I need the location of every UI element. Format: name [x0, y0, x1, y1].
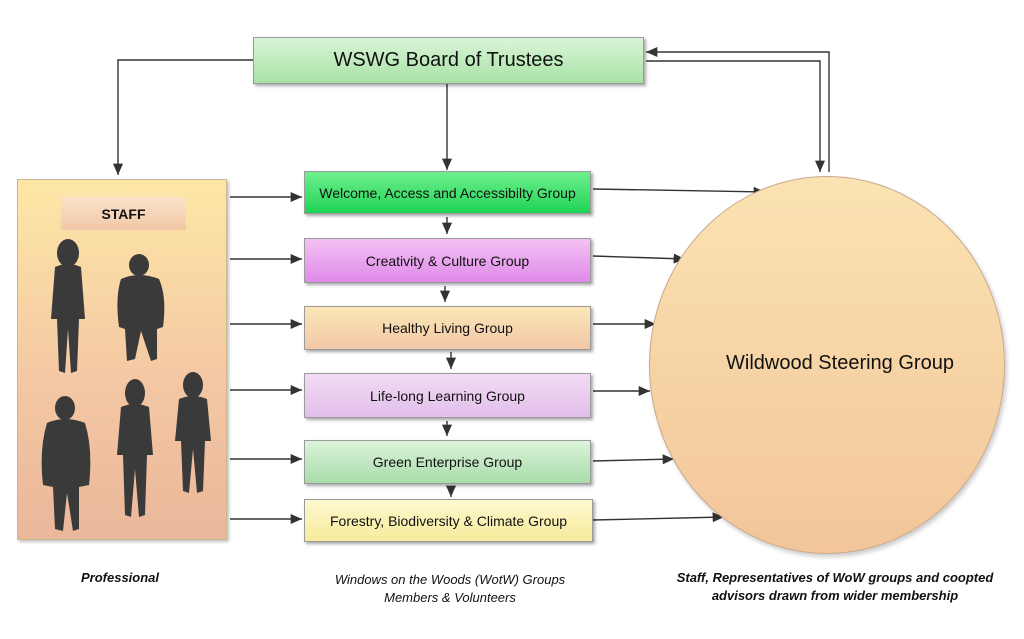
staff-label: STAFF — [61, 197, 186, 230]
caption-wotw: Windows on the Woods (WotW) Groups Membe… — [290, 571, 610, 607]
caption-professional: Professional — [80, 570, 160, 585]
caption-steering-membership: Staff, Representatives of WoW groups and… — [660, 569, 1010, 605]
group-label: Healthy Living Group — [382, 320, 513, 336]
group-forestry-biodiversity: Forestry, Biodiversity & Climate Group — [304, 499, 593, 542]
group-green-enterprise: Green Enterprise Group — [304, 440, 591, 484]
group-creativity-culture: Creativity & Culture Group — [304, 238, 591, 283]
board-of-trustees-label: WSWG Board of Trustees — [333, 49, 564, 71]
group-label: Green Enterprise Group — [372, 454, 523, 470]
group-healthy-living: Healthy Living Group — [304, 306, 591, 350]
arrow-g5-to-steering — [592, 512, 725, 523]
group-label: Welcome, Access and Accessibilty Group — [319, 184, 576, 201]
group-label: Creativity & Culture Group — [365, 252, 530, 269]
arrow-g0-to-steering — [592, 186, 766, 197]
arrow-g1-to-steering — [592, 253, 686, 264]
caption-wotw-line1: Windows on the Woods (WotW) Groups — [334, 572, 566, 587]
person-silhouette-icon — [117, 254, 165, 361]
group-life-long-learning: Life-long Learning Group — [304, 373, 591, 418]
staff-silhouettes — [41, 239, 211, 531]
arrow-board-to-staff — [112, 59, 253, 175]
arrow-steering-to-board-outer — [646, 46, 830, 172]
board-of-trustees-box: WSWG Board of Trustees — [253, 37, 644, 84]
caption-wotw-line2: Members & Volunteers — [384, 590, 516, 605]
caption-staff-line2: advisors drawn from wider membership — [711, 588, 959, 603]
arrow-board-to-steering-inner — [646, 60, 826, 172]
person-silhouette-icon — [175, 372, 211, 493]
arrow-g4-to-steering — [592, 454, 675, 465]
group-welcome-access: Welcome, Access and Accessibilty Group — [304, 171, 591, 214]
caption-staff-line1: Staff, Representatives of WoW groups and… — [676, 570, 994, 585]
person-silhouette-icon — [117, 379, 153, 517]
steering-group-circle — [649, 176, 1005, 554]
person-silhouette-icon — [41, 396, 91, 531]
steering-group-label: Wildwood Steering Group — [726, 352, 954, 374]
group-label: Forestry, Biodiversity & Climate Group — [329, 512, 568, 529]
person-silhouette-icon — [51, 239, 85, 373]
group-label: Life-long Learning Group — [370, 387, 525, 404]
